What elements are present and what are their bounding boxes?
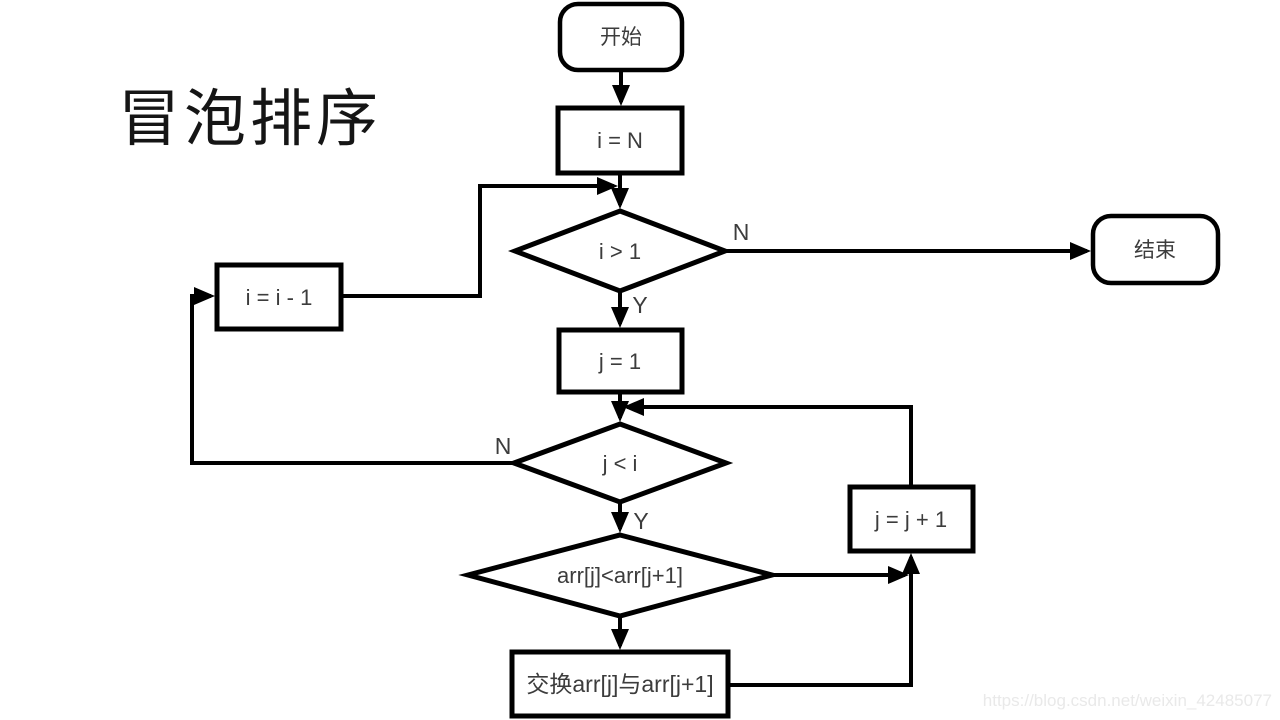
node-init-i: i = N	[555, 105, 685, 176]
cond-j-decision-shape	[506, 421, 734, 505]
start-terminator-shape	[557, 1, 685, 73]
dec-i-label: i = i - 1	[246, 285, 313, 310]
branch-labels: N Y N Y	[495, 219, 750, 534]
cond-i-label: i > 1	[599, 239, 641, 264]
cond-swap-decision-shape	[458, 532, 782, 619]
node-start: 开始	[557, 1, 685, 73]
init-j-label: j = 1	[598, 349, 641, 374]
inc-j-label: j = j + 1	[874, 507, 947, 532]
start-label: 开始	[600, 26, 642, 49]
watermark-text: https://blog.csdn.net/weixin_42485077	[983, 691, 1272, 710]
end-terminator-shape	[1090, 213, 1221, 286]
init-i-process-shape	[555, 105, 685, 176]
inc-j-process-shape	[847, 484, 976, 554]
cond-j-label: j < i	[602, 451, 638, 476]
swap-label: 交换arr[j]与arr[j+1]	[526, 671, 713, 697]
node-cond-swap: arr[j]<arr[j+1]	[458, 532, 782, 619]
swap-process-shape	[509, 649, 731, 719]
cond-i-yes-branch-label: Y	[632, 292, 647, 318]
edge-cond-j-no-to-dec-i	[190, 287, 514, 465]
dec-i-process-shape	[214, 262, 344, 332]
edge-inc-j-to-merge	[623, 398, 913, 487]
edges	[190, 70, 1091, 687]
cond-i-no-branch-label: N	[733, 219, 750, 245]
cond-j-yes-branch-label: Y	[633, 508, 648, 534]
node-init-j: j = 1	[556, 327, 685, 395]
node-dec-i: i = i - 1	[214, 262, 344, 332]
nodes: 开始 i = N i > 1 结束 i = i - 1 j = 1	[214, 1, 1221, 719]
end-label: 结束	[1134, 239, 1176, 262]
node-inc-j: j = j + 1	[847, 484, 976, 554]
edge-swap-to-inc-j	[728, 553, 920, 687]
node-cond-i: i > 1	[507, 208, 733, 294]
node-cond-j: j < i	[506, 421, 734, 505]
cond-swap-label: arr[j]<arr[j+1]	[557, 563, 683, 588]
cond-j-no-branch-label: N	[495, 433, 512, 459]
edge-dec-i-to-merge	[341, 177, 618, 298]
node-swap: 交换arr[j]与arr[j+1]	[509, 649, 731, 719]
init-j-process-shape	[556, 327, 685, 395]
cond-i-decision-shape	[507, 208, 733, 294]
page-title: 冒泡排序	[118, 85, 382, 154]
node-end: 结束	[1090, 213, 1221, 286]
init-i-label: i = N	[597, 128, 643, 153]
